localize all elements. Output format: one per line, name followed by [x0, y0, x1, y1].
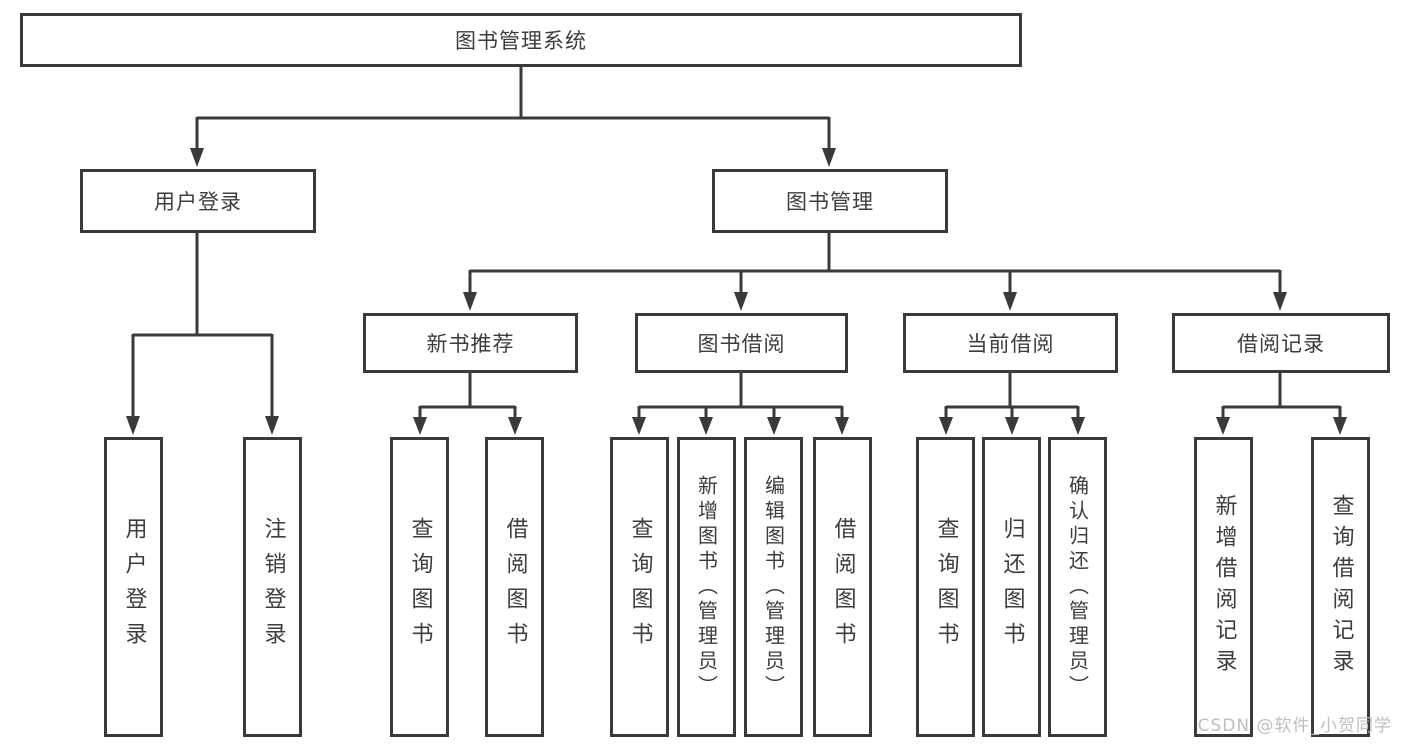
leaf-edit-book-admin: 编辑图书（管理员）	[744, 437, 803, 737]
leaf-user-login-label: 用户登录	[121, 517, 147, 657]
node-current-borrow: 当前借阅	[903, 313, 1118, 373]
leaf-add-borrow-record: 新增借阅记录	[1194, 437, 1253, 737]
node-new-book-recommend-label: 新书推荐	[426, 332, 515, 356]
node-user-login-label: 用户登录	[154, 190, 242, 214]
leaf-query-books-current-label: 查询图书	[933, 517, 959, 657]
leaf-user-login: 用户登录	[104, 437, 163, 737]
node-borrow-records: 借阅记录	[1172, 313, 1390, 373]
node-library-management-system: 图书管理系统	[20, 13, 1022, 67]
node-user-login: 用户登录	[80, 169, 316, 233]
leaf-borrow-books-borrow-label: 借阅图书	[830, 517, 856, 657]
leaf-confirm-return-admin-label: 确认归还（管理员）	[1065, 474, 1090, 700]
node-book-borrow-label: 图书借阅	[697, 332, 786, 356]
leaf-query-books-current: 查询图书	[916, 437, 975, 737]
arrowheads	[126, 148, 1347, 435]
leaf-return-books: 归还图书	[982, 437, 1041, 737]
leaf-logout-label: 注销登录	[260, 517, 286, 657]
node-current-borrow-label: 当前借阅	[966, 332, 1055, 356]
leaf-add-borrow-record-label: 新增借阅记录	[1211, 494, 1237, 680]
leaf-edit-book-admin-label: 编辑图书（管理员）	[761, 474, 786, 700]
leaf-add-book-admin-label: 新增图书（管理员）	[694, 474, 719, 700]
leaf-query-books-borrow-label: 查询图书	[627, 517, 653, 657]
leaf-borrow-books-recommend: 借阅图书	[485, 437, 544, 737]
leaf-query-books-recommend-label: 查询图书	[407, 517, 433, 657]
leaf-query-borrow-record: 查询借阅记录	[1311, 437, 1370, 737]
leaf-add-book-admin: 新增图书（管理员）	[677, 437, 736, 737]
leaf-query-books-recommend: 查询图书	[390, 437, 449, 737]
leaf-confirm-return-admin: 确认归还（管理员）	[1048, 437, 1107, 737]
leaf-borrow-books-recommend-label: 借阅图书	[502, 517, 528, 657]
leaf-borrow-books-borrow: 借阅图书	[813, 437, 872, 737]
node-book-management: 图书管理	[712, 169, 948, 233]
leaf-query-borrow-record-label: 查询借阅记录	[1328, 494, 1354, 680]
leaf-query-books-borrow: 查询图书	[610, 437, 669, 737]
leaf-return-books-label: 归还图书	[999, 517, 1025, 657]
node-new-book-recommend: 新书推荐	[363, 313, 578, 373]
leaf-logout: 注销登录	[243, 437, 302, 737]
watermark: CSDN @软件_小贺同学	[1197, 716, 1392, 736]
root-title: 图书管理系统	[455, 29, 587, 53]
node-book-borrow: 图书借阅	[635, 313, 848, 373]
node-borrow-records-label: 借阅记录	[1237, 332, 1325, 356]
node-book-management-label: 图书管理	[786, 190, 874, 214]
